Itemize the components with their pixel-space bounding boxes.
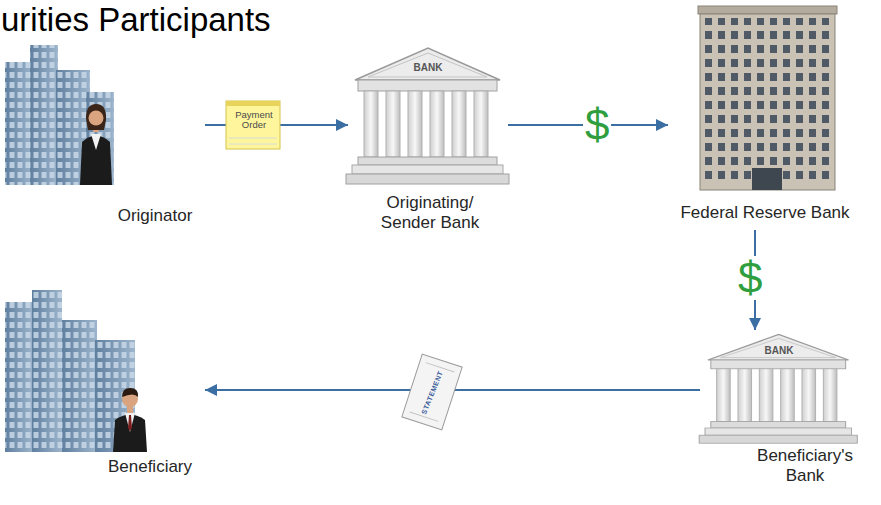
participant-label: Federal Reserve Bank [680, 203, 849, 223]
federal-reserve-building [698, 6, 837, 190]
originator-illustration [5, 45, 114, 185]
participant-node: Beneficiary [0, 290, 205, 483]
beneficiary-illustration [5, 290, 147, 452]
edge-label: $ [736, 256, 764, 300]
participant-node: Originating/ Sender Bank [348, 42, 508, 252]
icon-text: BANK [765, 346, 794, 356]
icon-text: BANK [414, 63, 443, 73]
participant-node: Federal Reserve Bank [668, 2, 876, 230]
edge-label: STATEMENT [420, 369, 444, 415]
payment-order-note [226, 101, 280, 149]
participant-label: Beneficiary's Bank [750, 446, 860, 487]
statement-document [402, 354, 462, 430]
edge-label: Payment Order [229, 110, 279, 131]
bank-illustration [346, 48, 509, 184]
page-title: urities Participants [1, 0, 271, 40]
participant-label: Originating/ Sender Bank [375, 193, 485, 234]
participant-label: Originator [118, 206, 193, 226]
bank-illustration [699, 334, 857, 443]
edge-label: $ [583, 103, 611, 147]
participant-node: Originator [0, 42, 205, 232]
participant-label: Beneficiary [108, 457, 192, 477]
